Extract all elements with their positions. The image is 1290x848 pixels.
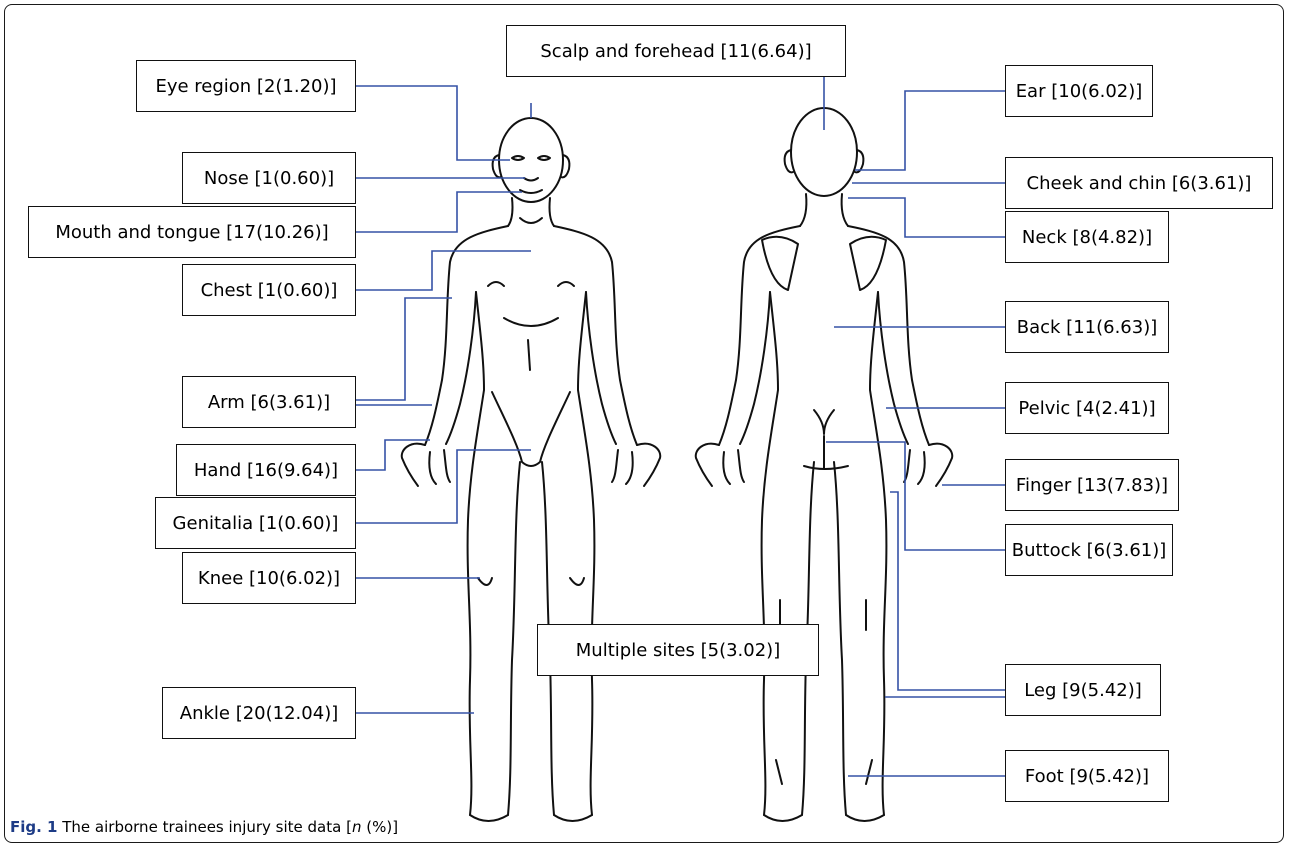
label-multiple-sites: Multiple sites [5(3.02)] [537,624,819,676]
leader-arm-a [355,298,452,400]
front-abdomen-line [528,340,530,370]
front-neck-left [508,198,513,226]
back-sacrum [814,410,834,434]
label-genitalia: Genitalia [1(0.60)] [155,497,356,549]
leader-ear-side [855,91,1005,170]
label-foot: Foot [9(5.42)] [1005,750,1169,802]
front-nose [524,178,538,181]
front-left-eye [512,156,524,160]
front-left-leg-inner [508,462,520,815]
back-neck-left [800,194,806,226]
back-right-achilles [866,760,872,784]
front-ribcage [504,318,558,326]
back-right-scapula [850,237,886,290]
leader-eye [355,86,510,160]
back-right-foot [846,815,884,821]
label-nose: Nose [1(0.60)] [182,152,356,204]
front-mouth [520,190,542,193]
front-right-eye [538,156,550,160]
label-hand: Hand [16(9.64)] [176,444,356,496]
figure-label: Fig. 1 [10,818,57,836]
front-left-nipple [488,282,504,286]
back-right-hand [904,444,952,486]
front-left-leg-outer [468,292,484,815]
label-scalp-and-forehead: Scalp and forehead [11(6.64)] [506,25,846,77]
leader-leg-a [890,492,1005,690]
back-left-hand [696,444,744,486]
figure-caption: Fig. 1 The airborne trainees injury site… [10,818,398,836]
back-right-leg-outer [870,292,886,815]
front-left-arm-inner [446,292,476,444]
label-chest: Chest [1(0.60)] [182,264,356,316]
label-neck: Neck [8(4.82)] [1005,211,1169,263]
leader-buttock [826,442,1005,550]
back-neck-right [842,194,848,226]
leader-genitalia [355,450,531,523]
label-leg: Leg [9(5.42)] [1005,664,1161,716]
back-left-scapula [762,237,798,290]
front-left-arm-outer [425,226,508,445]
back-right-arm-inner [878,292,908,444]
caption-text-before: The airborne trainees injury site data [ [62,818,352,836]
label-mouth-and-tongue: Mouth and tongue [17(10.26)] [28,206,356,258]
label-ankle: Ankle [20(12.04)] [162,687,356,739]
front-right-foot [554,815,592,821]
label-arm: Arm [6(3.61)] [182,376,356,428]
front-right-nipple [558,282,574,286]
label-cheek-and-chin: Cheek and chin [6(3.61)] [1005,157,1273,209]
front-collar [520,218,542,223]
back-body-outline [696,108,953,821]
front-left-foot [470,815,508,821]
back-left-leg-outer [762,292,778,815]
front-right-arm-inner [586,292,616,444]
leader-mouth [355,192,522,232]
front-right-leg-outer [578,292,594,815]
back-left-foot [764,815,802,821]
label-back: Back [11(6.63)] [1005,301,1169,353]
label-pelvic: Pelvic [4(2.41)] [1005,382,1169,434]
label-buttock: Buttock [6(3.61)] [1005,524,1173,576]
front-right-knee [570,578,584,585]
front-right-hand [612,444,660,486]
caption-text-after: (%)] [361,818,398,836]
back-left-arm-outer [719,226,800,445]
label-knee: Knee [10(6.02)] [182,552,356,604]
back-right-arm-outer [848,226,929,445]
front-body-outline [402,118,661,821]
front-neck-right [550,198,555,226]
leader-chest [355,251,531,290]
label-finger: Finger [13(7.83)] [1005,459,1179,511]
back-left-achilles [776,760,782,784]
back-right-leg-inner [834,462,846,815]
back-left-arm-inner [740,292,770,444]
label-ear: Ear [10(6.02)] [1005,65,1153,117]
back-gluteal-fold [804,466,848,469]
front-left-hand [402,444,450,486]
front-left-knee [478,578,492,585]
label-eye-region: Eye region [2(1.20)] [136,60,356,112]
front-groin [492,392,570,466]
front-right-arm-outer [554,226,637,445]
